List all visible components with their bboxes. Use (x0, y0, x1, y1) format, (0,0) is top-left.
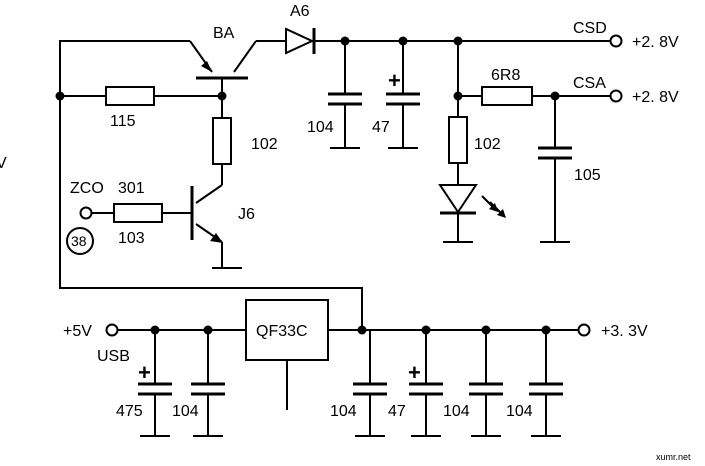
circle-marker (66, 227, 94, 255)
label-cap104e: 104 (506, 403, 533, 420)
led-ray-1-arrow (489, 203, 498, 212)
label-input-5v: +5V (63, 323, 92, 340)
junction-feedback (357, 325, 367, 335)
wire-j6-collector (195, 184, 223, 204)
cap47a-polarity: + (388, 68, 401, 93)
label-cap47b: 47 (388, 403, 406, 420)
label-qf33c: QF33C (256, 323, 308, 340)
label-usb: USB (97, 348, 130, 365)
transistor-ba-emitter (233, 40, 257, 73)
cap475-polarity: + (138, 360, 151, 385)
resistor-6r8 (481, 86, 533, 106)
label-cap105: 105 (574, 167, 601, 184)
resistor-103 (113, 203, 163, 223)
label-cap104d: 104 (443, 403, 470, 420)
junction-csa (550, 91, 560, 101)
label-cap104b: 104 (172, 403, 199, 420)
label-j6: J6 (238, 206, 255, 223)
resistor-115 (105, 86, 155, 106)
csa-terminal (609, 89, 623, 103)
regulator-qf33c (245, 299, 329, 361)
transistor-ba-arrow (201, 61, 212, 72)
label-output-3v3: +3. 3V (601, 323, 648, 340)
label-cap47a: 47 (372, 119, 390, 136)
label-csa-voltage: +2. 8V (632, 89, 679, 106)
label-102a: 102 (251, 136, 278, 153)
label-103: 103 (118, 230, 145, 247)
junction-cap104d (481, 325, 491, 335)
junction-cap47a (398, 36, 408, 46)
junction-cap104a (340, 36, 350, 46)
transistor-j6-arrow (210, 233, 223, 243)
output-3v3-terminal (577, 323, 591, 337)
led-triangle (438, 184, 478, 214)
watermark: xumr.net (656, 452, 691, 462)
feedback-wire (59, 40, 363, 330)
label-cap104c: 104 (330, 403, 357, 420)
junction-csd-458 (453, 36, 463, 46)
diode-a6-triangle (285, 27, 315, 55)
resistor-102b (448, 116, 468, 164)
label-zco: ZCO (70, 180, 104, 197)
zco-terminal (79, 206, 93, 220)
led-ray-2-arrow (497, 209, 506, 218)
junction-cap475 (150, 325, 160, 335)
junction-6r8-left (453, 91, 463, 101)
resistor-102a (212, 117, 232, 165)
label-csd-voltage: +2. 8V (632, 34, 679, 51)
label-cap104a: 104 (307, 119, 334, 136)
junction-cap104e (541, 325, 551, 335)
label-301: 301 (118, 180, 145, 197)
label-edge-v: V (0, 155, 7, 172)
label-6r8: 6R8 (491, 67, 520, 84)
junction-cap47b (421, 325, 431, 335)
label-ba: BA (213, 25, 235, 42)
junction-ba-base (217, 91, 227, 101)
label-115: 115 (110, 113, 136, 130)
csd-terminal (609, 34, 623, 48)
label-a6: A6 (290, 3, 310, 20)
junction-cap104b (203, 325, 213, 335)
circle-marker-label: 38 (71, 233, 87, 249)
label-csa: CSA (573, 75, 606, 92)
cap47b-polarity: + (408, 360, 421, 385)
label-csd: CSD (573, 20, 607, 37)
input-5v-terminal (105, 323, 119, 337)
label-cap475: 475 (116, 403, 143, 420)
label-102b: 102 (474, 136, 501, 153)
junction-left (55, 91, 65, 101)
